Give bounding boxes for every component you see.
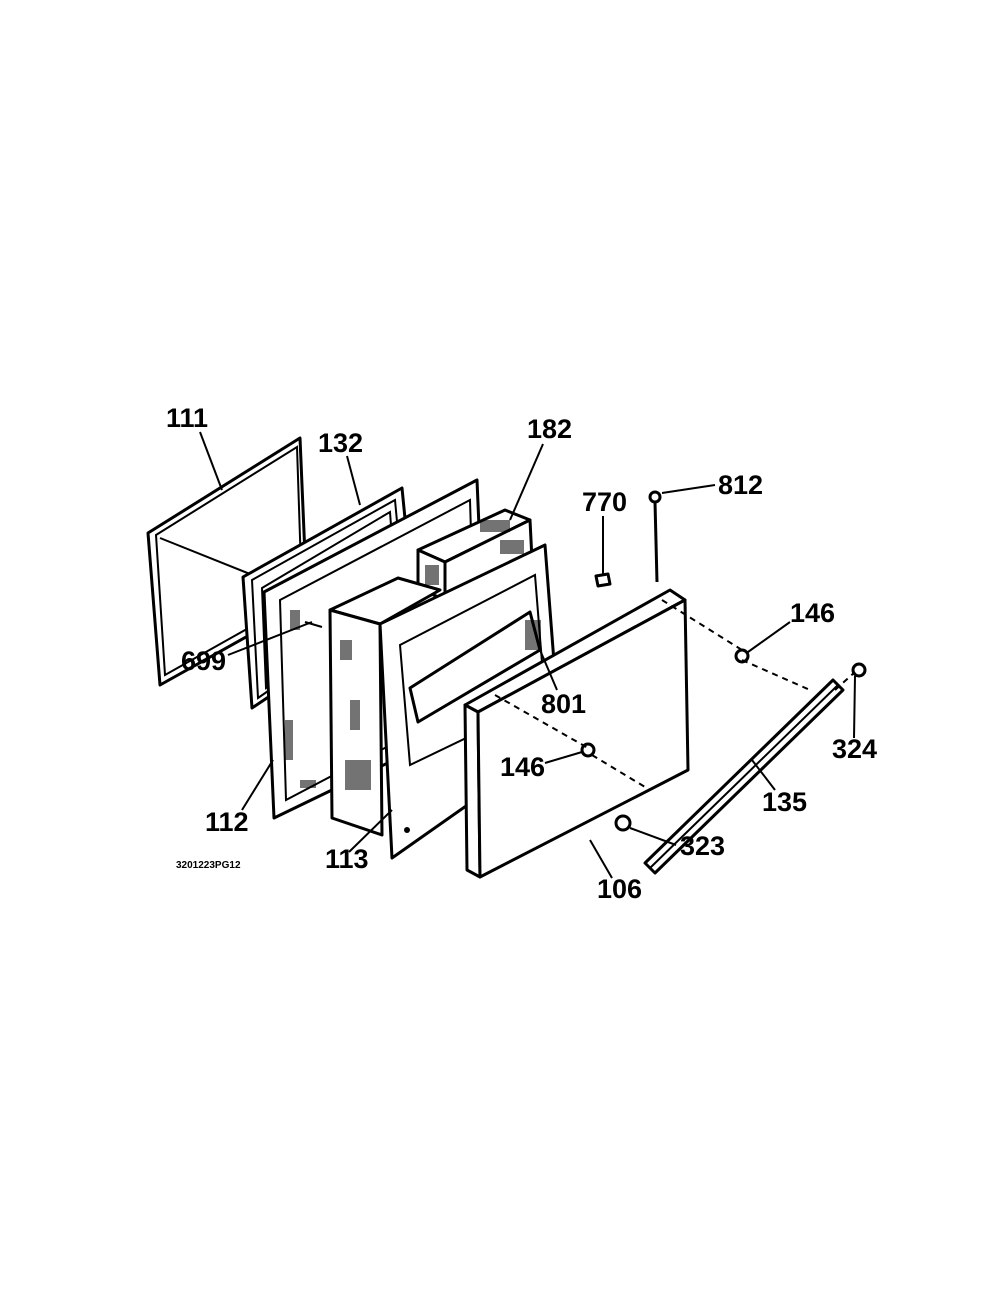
- callout-182: 182: [527, 414, 572, 444]
- callout-106: 106: [597, 874, 642, 904]
- callout-112: 112: [205, 807, 249, 837]
- callout-801: 801: [541, 689, 586, 719]
- callout-111: 111: [166, 403, 208, 433]
- callout-135: 135: [762, 787, 807, 817]
- leader-lines: [199, 431, 856, 879]
- callout-323: 323: [680, 831, 725, 861]
- part-106-outer-door-panel: [463, 588, 690, 879]
- drawing-code: 3201223PG12: [176, 860, 241, 871]
- callout-812: 812: [718, 470, 763, 500]
- callout-146-upper: 146: [790, 598, 835, 628]
- callout-113: 113: [325, 844, 369, 874]
- part-323-screw: [614, 814, 632, 832]
- part-812-screw-head: [648, 490, 662, 504]
- part-135-trim-strip: [643, 678, 845, 875]
- callout-770: 770: [582, 487, 627, 517]
- callout-146-lower: 146: [500, 752, 545, 782]
- callout-699: 699: [181, 646, 226, 676]
- callout-324: 324: [832, 734, 877, 764]
- part-182-insulation: [416, 508, 534, 602]
- part-146-upper-screw: [734, 648, 750, 664]
- callout-132: 132: [318, 428, 363, 458]
- part-324-screw: [851, 662, 867, 678]
